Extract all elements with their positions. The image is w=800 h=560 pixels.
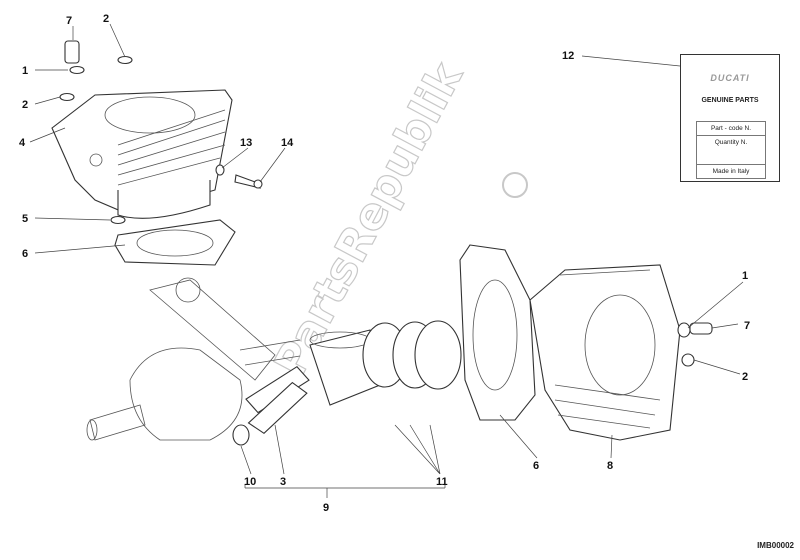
callout-11: 11 — [436, 476, 448, 488]
leader-lines — [29, 23, 744, 498]
callout-1: 1 — [22, 65, 28, 77]
callout-9: 9 — [323, 502, 329, 514]
brand-logo: DUCATI — [710, 73, 750, 83]
callout-3: 3 — [280, 476, 286, 488]
callout-4: 4 — [19, 137, 26, 149]
cylinder-upper — [51, 40, 263, 266]
callout-2: 2 — [742, 371, 748, 383]
callout-5: 5 — [22, 213, 28, 225]
gear-watermark-icon — [502, 172, 528, 198]
piston-assembly — [232, 244, 713, 446]
callout-6: 6 — [22, 248, 28, 260]
callout-13: 13 — [240, 137, 252, 149]
callout-10: 10 — [244, 476, 256, 488]
callout-12: 12 — [562, 50, 574, 62]
made-in-label: Made in Italy — [712, 168, 750, 175]
quantity-label: Quantity N. — [697, 136, 765, 165]
genuine-parts-label: GENUINE PARTS — [701, 97, 759, 104]
crankshaft — [86, 277, 301, 441]
callout-2: 2 — [103, 13, 109, 25]
callout-6: 6 — [533, 460, 539, 472]
part-code-label: Part - code N. — [697, 122, 765, 136]
callout-14: 14 — [281, 137, 294, 149]
genuine-parts-card: DUCATI GENUINE PARTS Part - code N. Quan… — [680, 54, 780, 182]
callout-1: 1 — [742, 270, 748, 282]
card-table: Part - code N. Quantity N. Made in Italy — [696, 121, 766, 179]
callout-2: 2 — [22, 99, 28, 111]
callout-7: 7 — [66, 15, 72, 27]
callout-7: 7 — [744, 320, 750, 332]
callout-8: 8 — [607, 460, 613, 472]
drawing-code: IMB00002 — [757, 541, 794, 550]
